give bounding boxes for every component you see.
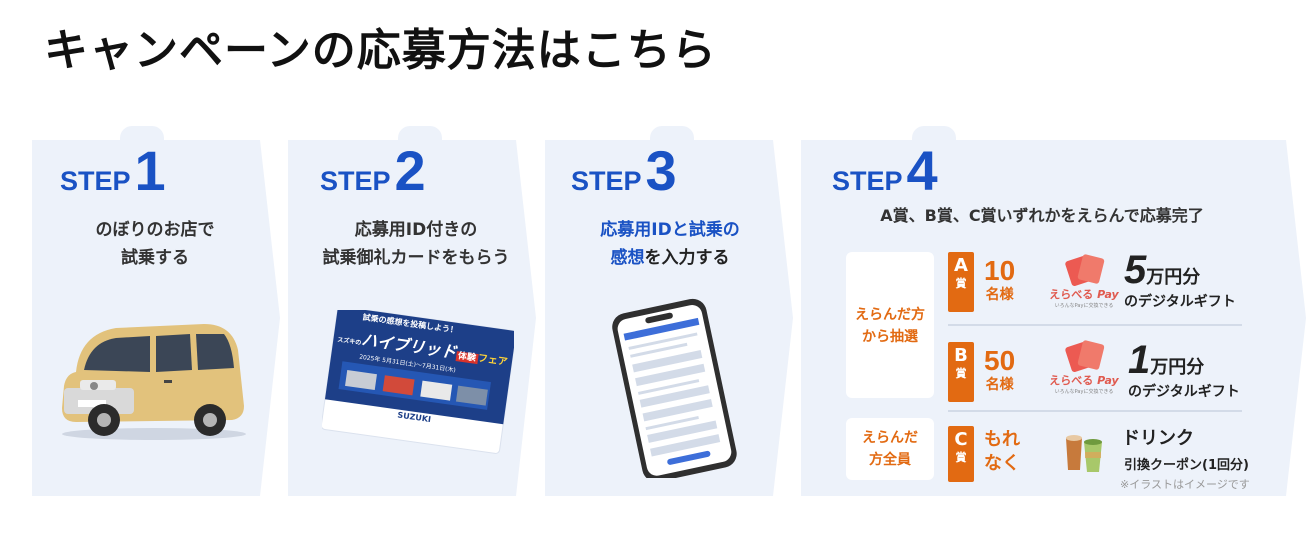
- prize-c-count: もれ なく: [984, 428, 1020, 476]
- gift-desc: のデジタルギフト: [1124, 294, 1236, 310]
- car-illustration: [62, 324, 246, 440]
- prize-b-gift: 1万円分 のデジタルギフト: [1128, 338, 1240, 401]
- smartphone-illustration: [612, 298, 737, 478]
- prize-sho: 賞: [955, 451, 967, 464]
- pay-logo-a: えらべる: [1049, 374, 1094, 387]
- prize-a-pay-logo: えらべる Pay いろんなPayに交換できる: [1044, 253, 1124, 309]
- gift-amount: 5: [1124, 248, 1147, 292]
- pay-logo-b: Pay: [1097, 288, 1119, 301]
- gift-amount: 1: [1128, 338, 1151, 382]
- prize-letter: C: [954, 429, 968, 450]
- step-2-description: 応募用ID付きの 試乗御礼カードをもらう: [306, 216, 526, 272]
- step-4-tab: [912, 126, 956, 156]
- prize-c-badge: C 賞: [948, 426, 974, 482]
- pay-logo-text: えらべる Pay: [1044, 372, 1124, 388]
- prize-c-line-1: もれ: [984, 429, 1020, 450]
- step-number: 3: [645, 139, 677, 202]
- step-number: 4: [906, 139, 938, 202]
- drink-title: ドリンク: [1122, 428, 1194, 449]
- prize-b-badge: B 賞: [948, 342, 974, 402]
- step-3-line-2: 感想を入力する: [570, 244, 770, 272]
- lottery-text: えらんだ方 から抽選: [846, 304, 934, 348]
- step-1-line-1: のぼりのお店で: [95, 220, 215, 240]
- pay-logo-sub: いろんなPayに交換できる: [1054, 303, 1114, 309]
- gift-desc: のデジタルギフト: [1128, 384, 1240, 400]
- prize-a-gift: 5万円分 のデジタルギフト: [1124, 248, 1236, 311]
- card-title-c: フェア: [477, 353, 509, 369]
- step-2-line-2: 試乗御礼カードをもらう: [322, 248, 510, 268]
- step-2-line-1: 応募用ID付きの: [354, 220, 478, 240]
- step-3-rest: を入力する: [644, 248, 730, 268]
- card-illustration: 試乗の感想を投稿しよう！ スズキのハイブリッド体験フェア 2025年 5月31日…: [322, 310, 514, 458]
- card-shape: [322, 310, 514, 454]
- step-3-highlight: 感想: [610, 248, 645, 268]
- everyone-label-box: えらんだ 方全員: [846, 418, 934, 480]
- everyone-line-1: えらんだ: [862, 430, 918, 446]
- everyone-text: えらんだ 方全員: [846, 427, 934, 471]
- lottery-label-box: えらんだ方 から抽選: [846, 252, 934, 398]
- step-3-label: STEP3: [571, 138, 677, 203]
- prize-a-badge: A 賞: [948, 252, 974, 312]
- pay-logo-a: えらべる: [1049, 288, 1094, 301]
- step-number: 2: [394, 139, 426, 202]
- prize-letter: A: [954, 255, 968, 276]
- step-word: STEP: [320, 166, 391, 196]
- drink-cup-icon: [1066, 435, 1102, 472]
- step-number: 1: [134, 139, 166, 202]
- step-word: STEP: [571, 166, 642, 196]
- step-1-line-2: 試乗する: [121, 248, 189, 268]
- card-title-b: 体験: [455, 351, 479, 365]
- step-1-label: STEP1: [60, 138, 166, 203]
- gift-man: 万円分: [1150, 357, 1205, 378]
- step-3-line-1: 応募用IDと試乗の: [600, 220, 740, 240]
- lottery-line-1: えらんだ方: [855, 307, 925, 323]
- gift-man: 万円分: [1146, 267, 1201, 288]
- prize-b-pay-logo: えらべる Pay いろんなPayに交換できる: [1044, 339, 1124, 395]
- prize-count-number: 50: [984, 345, 1016, 376]
- prize-c-line-2: なく: [984, 453, 1020, 474]
- prize-divider-2: [948, 410, 1242, 412]
- pay-logo-b: Pay: [1097, 374, 1119, 387]
- prize-sho: 賞: [955, 367, 967, 380]
- drink-subtitle: 引換クーポン(1回分): [1124, 458, 1249, 473]
- prize-a-count: 10 名様: [984, 256, 1015, 304]
- step-4-label: STEP4: [832, 138, 938, 203]
- step-1-tab: [120, 126, 164, 156]
- step-word: STEP: [832, 166, 903, 196]
- step-word: STEP: [60, 166, 131, 196]
- page-title: キャンペーンの応募方法はこちら: [44, 25, 717, 76]
- illustration-note: ※イラストはイメージです: [1120, 478, 1250, 491]
- step-4-heading: A賞、B賞、C賞いずれかをえらんで応募完了: [880, 206, 1204, 225]
- everyone-line-2: 方全員: [869, 452, 911, 468]
- step-1-description: のぼりのお店で 試乗する: [60, 216, 250, 272]
- prize-b-count: 50 名様: [984, 346, 1015, 394]
- prize-letter: B: [954, 345, 968, 366]
- pay-cards-icon: [1064, 339, 1105, 373]
- lottery-line-2: から抽選: [862, 329, 918, 345]
- pay-cards-icon: [1064, 253, 1105, 287]
- step-2-label: STEP2: [320, 138, 426, 203]
- step-3-description: 応募用IDと試乗の 感想を入力する: [570, 216, 770, 272]
- prize-count-unit: 名様: [985, 377, 1014, 393]
- prize-sho: 賞: [955, 277, 967, 290]
- prize-divider-1: [948, 324, 1242, 326]
- prize-count-unit: 名様: [985, 287, 1014, 303]
- card-tag: スズキの: [336, 336, 362, 347]
- pay-logo-text: えらべる Pay: [1044, 286, 1124, 302]
- step-3-tab: [650, 126, 694, 156]
- pay-logo-sub: いろんなPayに交換できる: [1054, 389, 1114, 395]
- prize-count-number: 10: [984, 255, 1016, 286]
- step-2-tab: [398, 126, 442, 156]
